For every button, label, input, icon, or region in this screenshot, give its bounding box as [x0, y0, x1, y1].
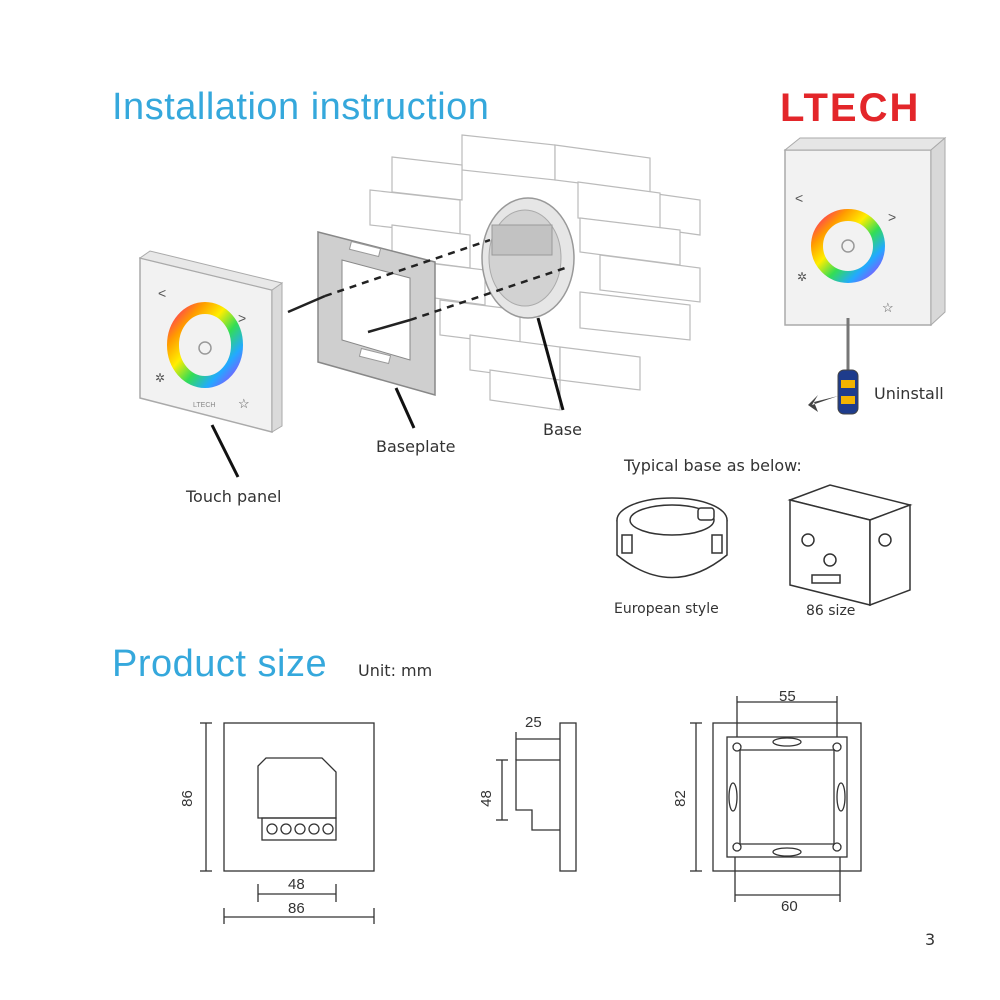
- svg-text:☆: ☆: [882, 300, 894, 315]
- front-width-dim: 86: [288, 900, 305, 917]
- page-number: 3: [925, 930, 936, 949]
- plate-top-width-dim: 55: [779, 688, 796, 705]
- ltech-logo: LTECH: [780, 86, 921, 130]
- screwdriver: [808, 318, 859, 415]
- installation-title: Installation instruction: [112, 86, 490, 128]
- plate-height-dim: 82: [671, 790, 689, 807]
- touch-panel-front: < > ✲ ☆ LTECH: [138, 250, 284, 433]
- european-style-label: European style: [614, 601, 719, 617]
- square-86-base: [787, 484, 913, 607]
- front-height-dim: 86: [178, 790, 196, 807]
- front-inner-width-dim: 48: [288, 876, 305, 893]
- side-view: [496, 722, 577, 872]
- svg-text:>: >: [888, 209, 896, 225]
- svg-text:☆: ☆: [238, 396, 250, 411]
- unit-label: Unit: mm: [358, 661, 433, 680]
- installation-illustration: < > ✲ ☆ LTECH < > ✲ ☆: [138, 134, 947, 607]
- touch-panel-uninstall: < > ✲ ☆: [783, 136, 947, 327]
- size-86-label: 86 size: [806, 603, 856, 619]
- base-box: [481, 197, 575, 319]
- base-label: Base: [543, 420, 582, 439]
- european-style-base: [616, 497, 728, 579]
- brick-wall: [369, 134, 701, 411]
- panel-brand: LTECH: [193, 402, 215, 409]
- svg-text:✲: ✲: [155, 371, 165, 385]
- product-size-title: Product size: [112, 643, 328, 685]
- touch-panel-label: Touch panel: [186, 487, 282, 506]
- front-view: [200, 722, 375, 924]
- screw-lines: [287, 238, 566, 334]
- svg-text:>: >: [238, 310, 246, 326]
- uninstall-label: Uninstall: [874, 384, 944, 403]
- svg-text:✲: ✲: [797, 270, 807, 284]
- svg-text:<: <: [158, 285, 166, 301]
- plate-bottom-width-dim: 60: [781, 898, 798, 915]
- side-height-dim: 48: [477, 790, 495, 807]
- svg-text:<: <: [795, 190, 803, 206]
- baseplate-label: Baseplate: [376, 437, 456, 456]
- typical-base-label: Typical base as below:: [624, 456, 802, 475]
- side-depth-dim: 25: [525, 714, 542, 731]
- baseplate-part: [317, 231, 436, 396]
- dimension-drawings: [200, 696, 862, 924]
- baseplate-view: [690, 696, 862, 902]
